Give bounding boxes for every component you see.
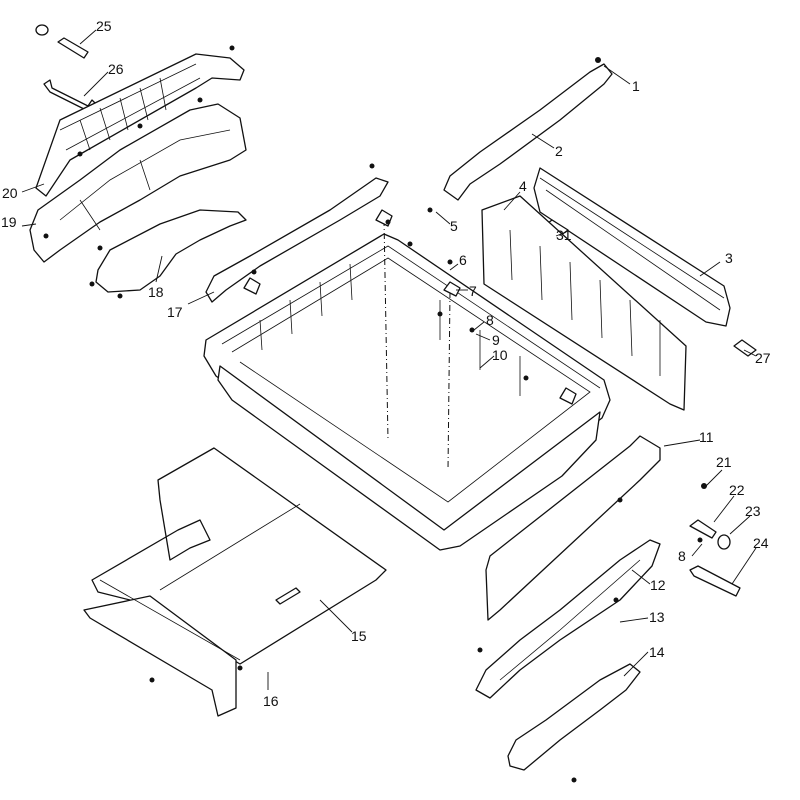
callout-9: 9: [492, 332, 500, 348]
callout-15: 15: [351, 628, 367, 644]
callout-8: 8: [486, 312, 494, 328]
part-22-hinge: [689, 519, 717, 539]
callout-27: 27: [755, 350, 771, 366]
part-3-ribs: [539, 177, 725, 311]
part-bumper: [243, 277, 261, 295]
part-21-bolt: [701, 483, 707, 489]
callout-20: 20: [2, 185, 18, 201]
center-line: [447, 291, 451, 471]
callout-14: 14: [649, 644, 665, 660]
callout-19: 19: [1, 214, 17, 230]
part-1-screw: [595, 57, 601, 63]
part-2-rail-cap: [443, 63, 613, 201]
part-23-washer: [717, 534, 731, 550]
part-4-ribs: [509, 229, 661, 376]
part-20-ribs: [59, 63, 201, 151]
callout-1: 1: [632, 78, 640, 94]
part-15-floor-mat: [83, 447, 387, 717]
callout-22: 22: [729, 482, 745, 498]
part-14-bracket: [507, 663, 641, 771]
center-line: [383, 219, 389, 441]
callout-labels: 1 2 3 4 5 6 7 8 9 10 11 12 13 14 15 16 1…: [1, 18, 771, 709]
callout-10: 10: [492, 347, 508, 363]
part-17-rail-cap: [205, 177, 389, 303]
part-4-tailgate-liner: [481, 195, 687, 411]
callout-5: 5: [450, 218, 458, 234]
part-10-bed-liner-tub: [203, 233, 611, 551]
callout-2: 2: [555, 143, 563, 159]
part-13-ribs: [499, 559, 641, 681]
callout-3: 3: [725, 250, 733, 266]
callout-23: 23: [745, 503, 761, 519]
callout-11: 11: [699, 429, 714, 445]
callout-16: 16: [263, 693, 279, 709]
callout-8-hardware: 8: [678, 548, 686, 564]
callout-12: 12: [650, 577, 666, 593]
callout-17: 17: [167, 304, 183, 320]
part-19-side-panel: [29, 103, 247, 263]
part-25-handle: [35, 24, 89, 59]
part-20-side-rail: [35, 53, 245, 197]
leader-lines: [21, 29, 757, 690]
callout-25: 25: [96, 18, 112, 34]
callout-6: 6: [459, 252, 467, 268]
callout-26: 26: [108, 61, 124, 77]
callout-18: 18: [148, 284, 164, 300]
callout-31: 31: [556, 227, 572, 243]
callout-13: 13: [649, 609, 665, 625]
fasteners: [43, 45, 703, 783]
part-24-strap: [689, 565, 741, 597]
part-18-liner: [95, 209, 247, 293]
part-13-side-panel: [475, 539, 661, 699]
part-bumper: [559, 387, 577, 405]
callout-21: 21: [716, 454, 732, 470]
callout-7: 7: [469, 283, 477, 299]
part-26-handle: [43, 79, 97, 113]
callout-24: 24: [753, 535, 769, 551]
part-27-clip: [733, 339, 757, 357]
part-19-ribs: [59, 129, 231, 231]
part-11-bed-rail-trim: [485, 435, 661, 621]
callout-4: 4: [519, 178, 527, 194]
part-7-bumper: [443, 281, 461, 297]
